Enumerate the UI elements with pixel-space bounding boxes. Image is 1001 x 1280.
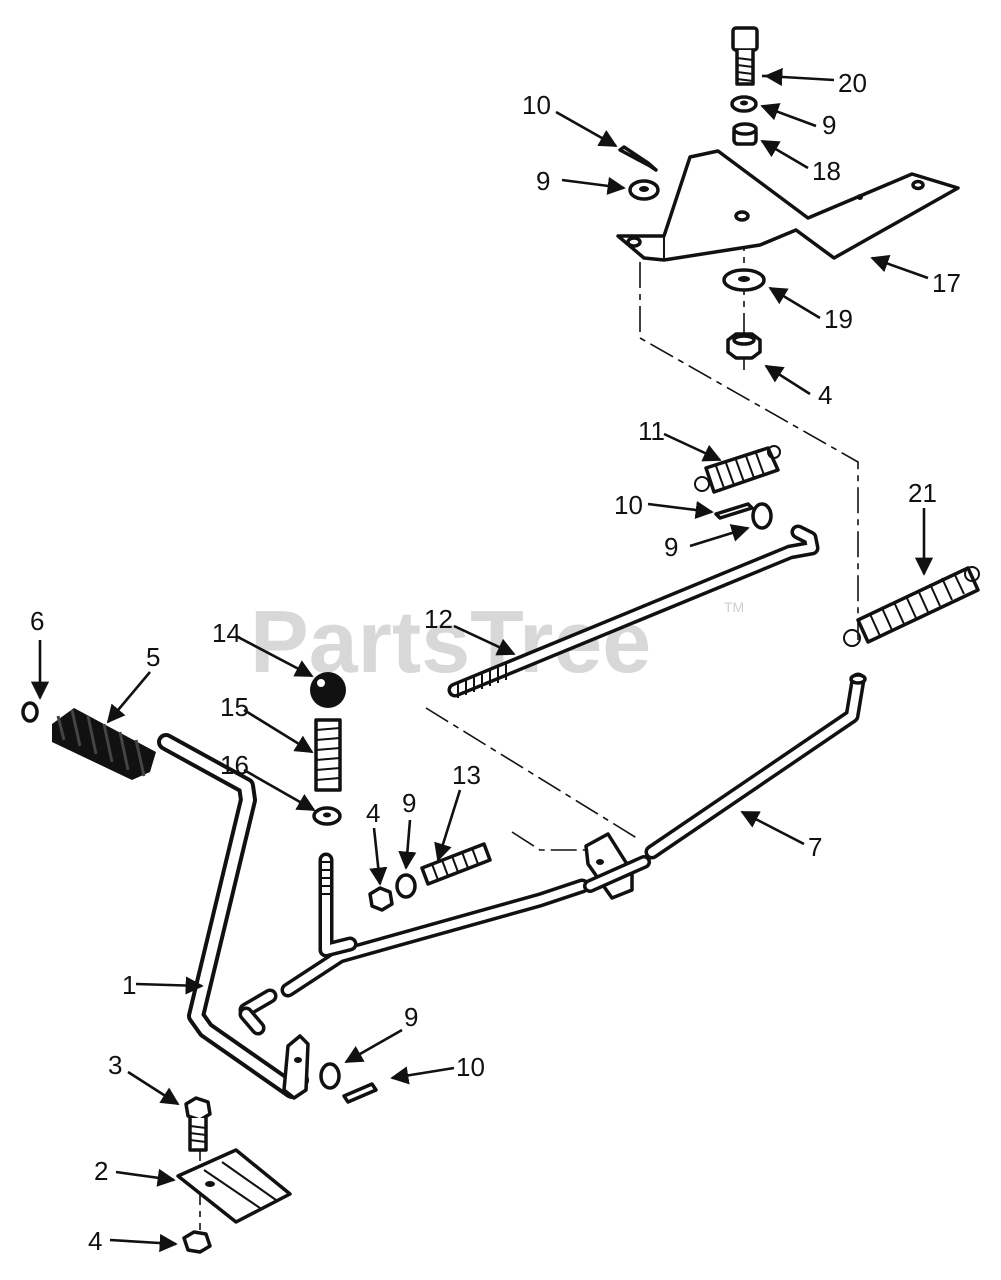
callout-16: 16 bbox=[220, 750, 249, 780]
callout-1: 1 bbox=[122, 970, 136, 1000]
part-7-rod bbox=[644, 672, 867, 860]
callout-19: 19 bbox=[824, 304, 853, 334]
callout-10-mid: 10 bbox=[614, 490, 643, 520]
callout-18: 18 bbox=[812, 156, 841, 186]
part-4-nut-top bbox=[726, 332, 762, 360]
callout-17: 17 bbox=[932, 268, 961, 298]
part-13-spring bbox=[420, 842, 492, 886]
callout-10-pedal: 10 bbox=[456, 1052, 485, 1082]
part-3-bolt bbox=[184, 1096, 212, 1152]
callout-3: 3 bbox=[108, 1050, 122, 1080]
linkage-rod bbox=[238, 832, 651, 1036]
part-4-nut-bottom bbox=[182, 1230, 212, 1254]
callout-9-top: 9 bbox=[822, 110, 836, 140]
leader-arrows bbox=[30, 67, 934, 1253]
part-18-spacer bbox=[732, 122, 758, 146]
part-4-nut-spring bbox=[368, 886, 394, 912]
part-10-cotter-pin-pedal bbox=[342, 1082, 378, 1104]
callout-7: 7 bbox=[808, 832, 822, 862]
callout-9-spring: 9 bbox=[402, 788, 416, 818]
part-11-spring bbox=[694, 445, 781, 494]
callout-15: 15 bbox=[220, 692, 249, 722]
callout-labels: 1 2 3 4 4 4 5 6 7 9 9 9 9 9 10 10 10 11 … bbox=[30, 68, 961, 1256]
part-10-cotter-pin-mid bbox=[714, 502, 754, 520]
callout-6: 6 bbox=[30, 606, 44, 636]
part-6-clip bbox=[21, 701, 39, 723]
callout-14: 14 bbox=[212, 618, 241, 648]
callout-4-bottom: 4 bbox=[88, 1226, 102, 1256]
callout-5: 5 bbox=[146, 642, 160, 672]
part-20-bolt bbox=[731, 26, 759, 86]
part-10-cotter-pin-top bbox=[618, 145, 658, 172]
part-9-washer-mid bbox=[751, 502, 773, 530]
callout-2: 2 bbox=[94, 1156, 108, 1186]
callout-9-pedal: 9 bbox=[404, 1002, 418, 1032]
part-14-knob bbox=[310, 672, 346, 708]
part-2-plate bbox=[176, 1148, 292, 1224]
callout-20: 20 bbox=[838, 68, 867, 98]
callout-10-top: 10 bbox=[522, 90, 551, 120]
part-17-bracket bbox=[616, 149, 960, 262]
callout-13: 13 bbox=[452, 760, 481, 790]
part-21-spring bbox=[843, 566, 980, 647]
callout-21: 21 bbox=[908, 478, 937, 508]
callout-9-left: 9 bbox=[536, 166, 550, 196]
callout-11: 11 bbox=[638, 416, 665, 446]
part-9-washer-spring bbox=[395, 873, 417, 899]
part-15-spring bbox=[314, 718, 342, 792]
part-12-rod bbox=[447, 524, 820, 698]
callout-12: 12 bbox=[424, 604, 453, 634]
watermark-trademark: TM bbox=[724, 599, 744, 615]
part-9-washer-pedal bbox=[319, 1062, 341, 1090]
part-5-pedal-pad bbox=[52, 708, 156, 780]
callout-9-mid: 9 bbox=[664, 532, 678, 562]
part-1-pedal-arm bbox=[157, 733, 310, 1100]
callout-4-top: 4 bbox=[818, 380, 832, 410]
callout-4-spring: 4 bbox=[366, 798, 380, 828]
